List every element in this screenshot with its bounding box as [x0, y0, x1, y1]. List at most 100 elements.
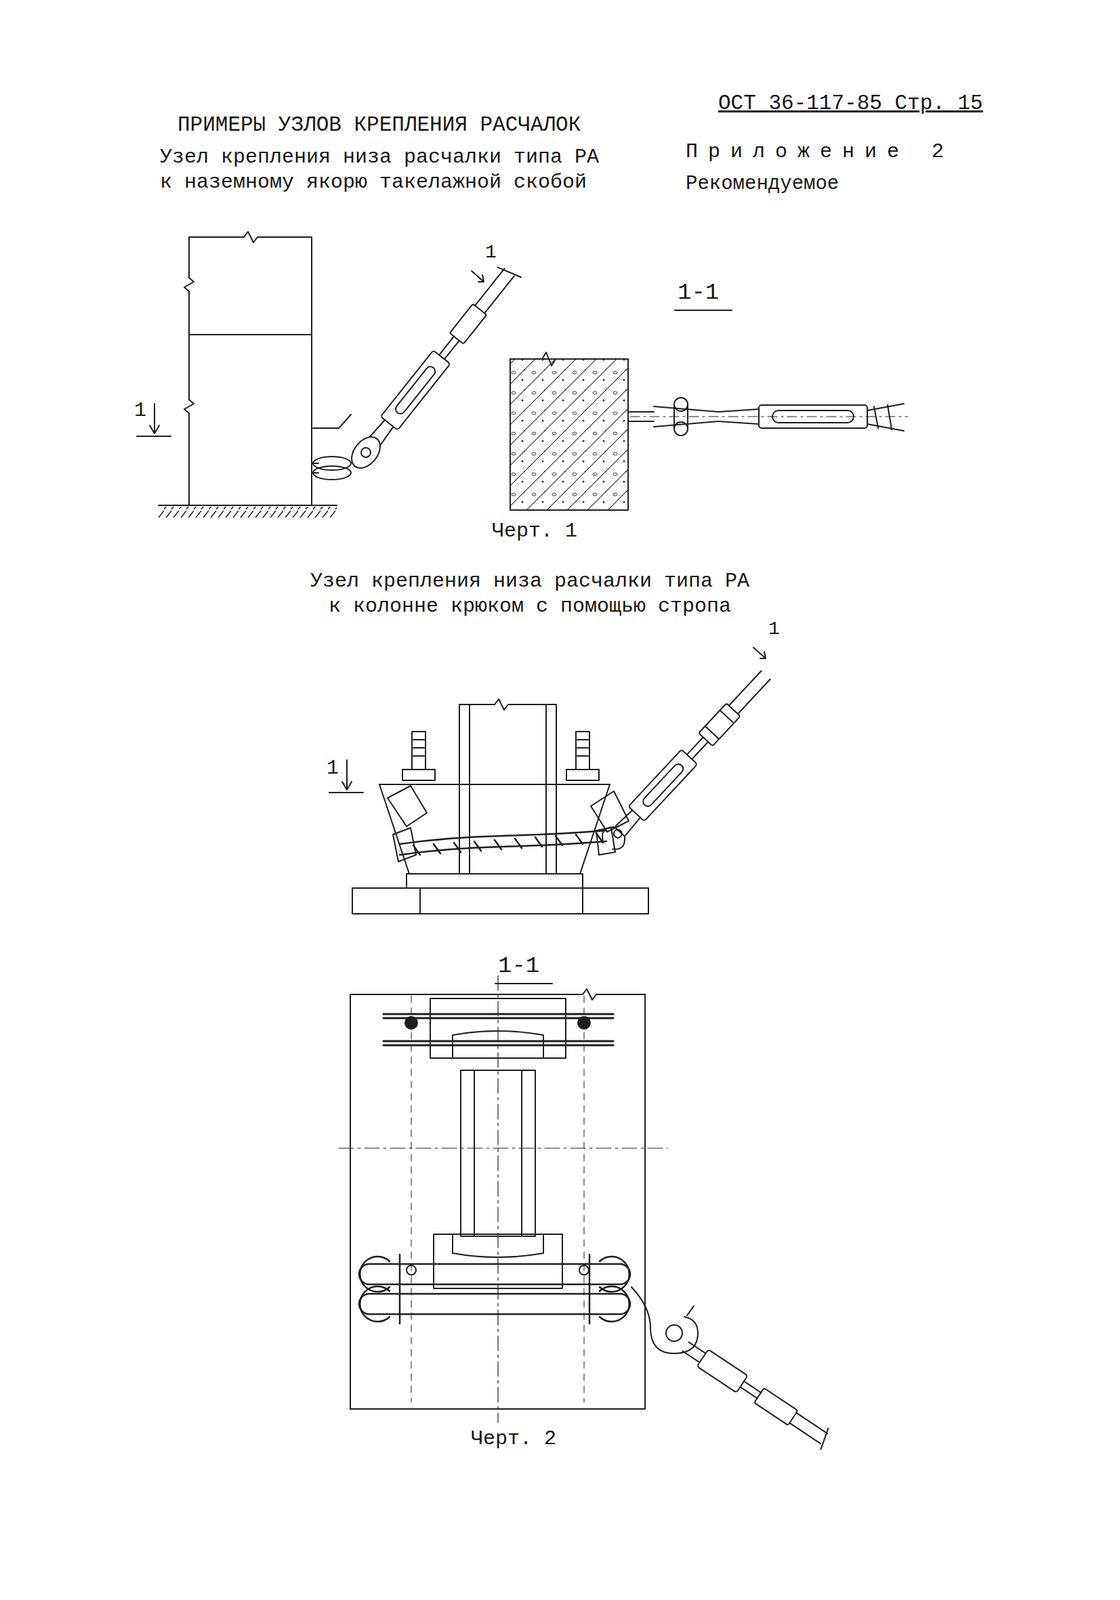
drawing-part [310, 237, 313, 506]
drawing-part [399, 841, 607, 856]
drawing-part [184, 277, 194, 414]
drawing-part [406, 1265, 417, 1276]
dimension-mark [753, 647, 766, 659]
drawing-part [474, 1070, 522, 1237]
drawing-part [705, 710, 734, 740]
section-mark: 1 [134, 398, 147, 424]
drawing-part [816, 1428, 833, 1450]
guy-rope-assembly [345, 262, 522, 475]
plan-outline [338, 975, 668, 1423]
anchor-shackle-plan [628, 397, 908, 436]
drawing-part [359, 445, 373, 460]
drawing-part [495, 983, 553, 985]
column-footing [352, 784, 649, 915]
drawing-part [413, 833, 604, 856]
drawing-part [615, 809, 642, 837]
section-mark: 1 [485, 241, 497, 265]
drawing-part [628, 749, 698, 822]
hook [631, 1287, 698, 1354]
drawing-part [753, 647, 766, 659]
document-code: ОСТ 36-117-85 Стр. 15 [718, 90, 984, 117]
anchor-bolts [402, 731, 599, 781]
drawing-part [789, 1413, 828, 1444]
drawing-part [754, 1388, 798, 1426]
drawing-part [158, 504, 337, 507]
drawing-part [697, 1349, 749, 1394]
drawing-part [687, 737, 709, 759]
drawing-part [411, 731, 426, 770]
drawing-part [399, 830, 607, 845]
ground-line [158, 505, 337, 518]
drawing-part [449, 304, 488, 345]
drawing-part [383, 1041, 614, 1046]
drawing-part [460, 1070, 536, 1237]
node-heading: Узел крепления низа расчалки типа РА к н… [159, 144, 614, 195]
drawing-part [579, 1265, 589, 1276]
section-title: 1-1 [677, 279, 719, 307]
drawing-part [420, 888, 583, 915]
drawing-part [698, 703, 740, 746]
drawing-part [380, 350, 451, 431]
drawing-part [666, 1325, 683, 1342]
figure-caption: Черт. 2 [470, 1426, 557, 1453]
drawing-part [399, 1254, 590, 1324]
section-underline [674, 309, 732, 311]
drawing-part [411, 996, 585, 1403]
drawing-part [158, 506, 337, 518]
sling-rope-plan [359, 1254, 631, 1324]
figure-caption: Черт. 1 [491, 519, 578, 545]
page-title: ПРИМЕРЫ УЗЛОВ КРЕПЛЕНИЯ РАСЧАЛОК [177, 112, 581, 139]
appendix-status: Рекомендуемое [685, 172, 839, 196]
plan-footing [383, 998, 614, 1289]
drawing-part [674, 422, 688, 436]
drawing-part [867, 403, 904, 431]
sling-rope [399, 830, 607, 856]
drawing-part [342, 760, 352, 791]
guy-rope-assembly [598, 666, 776, 854]
drawing-part [430, 998, 566, 1059]
dimension-mark [471, 271, 484, 282]
drawing-part [630, 416, 908, 417]
drawing-part [433, 1234, 563, 1289]
drawing-part [566, 769, 599, 781]
drawing-part [439, 336, 460, 360]
anchor-bolts [405, 1017, 591, 1276]
drawing-part [406, 874, 583, 889]
drawing-part [674, 397, 688, 412]
drawing-part [577, 739, 589, 757]
sling-brackets [387, 785, 629, 862]
guy-rope-assembly [679, 1338, 833, 1450]
appendix-label: Приложение 2 [685, 139, 954, 165]
section-title: 1-1 [498, 952, 540, 981]
drawing-part [599, 1256, 630, 1322]
node-heading: Узел крепления низа расчалки типа РА к к… [302, 569, 757, 619]
drawing-part [542, 352, 556, 366]
drawing-part [379, 783, 610, 786]
drawing-part [149, 403, 160, 434]
drawing-part [452, 1031, 544, 1057]
section-mark: 1 [326, 756, 339, 782]
drawing-part [136, 231, 908, 1450]
drawing-part [405, 1017, 418, 1030]
drawing-part [313, 414, 351, 429]
drawing-part [740, 1381, 762, 1399]
drawing-part [598, 823, 629, 854]
wall-elevation [184, 231, 312, 506]
drawing-part [393, 364, 438, 416]
drawing-part [413, 739, 425, 757]
drawing-part [575, 731, 590, 770]
section-underline [495, 983, 553, 985]
drawing-part [577, 1017, 591, 1030]
drawing-part [359, 1256, 390, 1322]
drawing-part [590, 791, 629, 833]
drawing-part [387, 785, 427, 827]
drawing-part [510, 359, 629, 511]
drawing-part [674, 309, 732, 311]
drawing-part [729, 671, 771, 715]
drawing-part [474, 268, 515, 314]
section-mark: 1 [768, 617, 780, 641]
drawing-part [640, 762, 686, 809]
drawing-part [369, 419, 395, 446]
drawing-part [687, 1306, 694, 1316]
